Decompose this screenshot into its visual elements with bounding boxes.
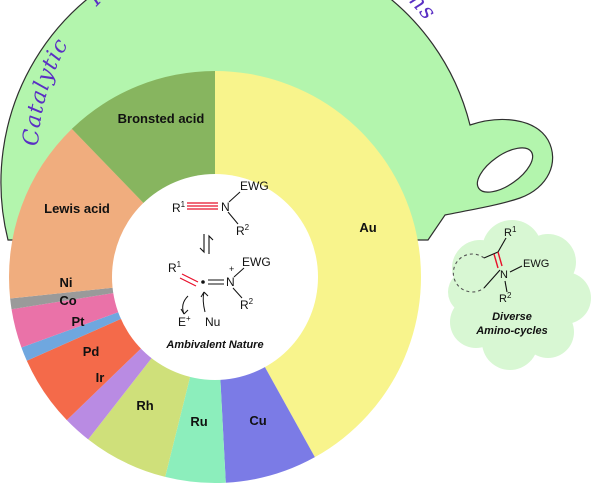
double-bond — [181, 273, 199, 283]
segment-label-cu: Cu — [249, 413, 266, 428]
r1-label: R1 — [504, 225, 517, 239]
ynamide-structure: R1 N EWG R2 — [172, 179, 269, 238]
segment-label-ru: Ru — [190, 414, 207, 429]
double-bond — [497, 251, 503, 267]
product-cloud: R1 N EWG R2 Diverse Amino-cycles — [448, 220, 591, 370]
r1-label: R1 — [168, 260, 182, 275]
segment-label-pd: Pd — [83, 344, 100, 359]
bond — [504, 280, 508, 293]
bond — [232, 287, 243, 299]
segment-label-rh: Rh — [136, 398, 153, 413]
center-disc — [112, 174, 318, 380]
r2-label: R2 — [236, 223, 250, 238]
bond — [483, 269, 501, 289]
bond — [233, 267, 245, 278]
equilibrium-arrows — [199, 234, 214, 254]
electrophile-label: E+ — [178, 314, 191, 329]
segment-label-co: Co — [59, 293, 76, 308]
band-scroll-hole — [476, 147, 534, 193]
ewg-label: EWG — [242, 255, 271, 269]
cloud-line-1: Diverse — [492, 311, 532, 323]
r2-label: R2 — [240, 297, 254, 312]
n-atom: N — [221, 200, 230, 214]
bond — [497, 237, 507, 253]
segment-label-lewis: Lewis acid — [44, 201, 110, 216]
center-caption: Ambivalent Nature — [165, 339, 263, 351]
segment-label-pt: Pt — [72, 314, 86, 329]
r1-label: R1 — [172, 200, 186, 215]
segment-label-bronsted: Bronsted acid — [118, 111, 205, 126]
segment-label-ni: Ni — [60, 275, 73, 290]
n-atom: N — [226, 275, 235, 289]
segment-label-ir: Ir — [96, 370, 105, 385]
double-bond — [493, 253, 499, 269]
keteniminium-structure: R1 N + EWG R2 E+ Nu — [168, 255, 271, 329]
cloud-line-2: Amino-cycles — [475, 325, 548, 337]
ring-dashed-arc — [452, 253, 485, 293]
plus-charge: + — [229, 264, 234, 274]
nucleophile-label: Nu — [205, 315, 220, 329]
bond — [509, 265, 523, 273]
segment-label-au: Au — [359, 220, 376, 235]
cloud-shape — [448, 220, 591, 370]
ewg-label: EWG — [523, 258, 549, 270]
bond — [228, 191, 241, 203]
r2-label: R2 — [499, 291, 512, 305]
n-atom: N — [500, 269, 508, 281]
carbon-dot — [201, 280, 205, 284]
ewg-label: EWG — [240, 179, 269, 193]
double-bond — [179, 277, 197, 287]
bond — [483, 251, 499, 259]
bond — [227, 211, 239, 225]
